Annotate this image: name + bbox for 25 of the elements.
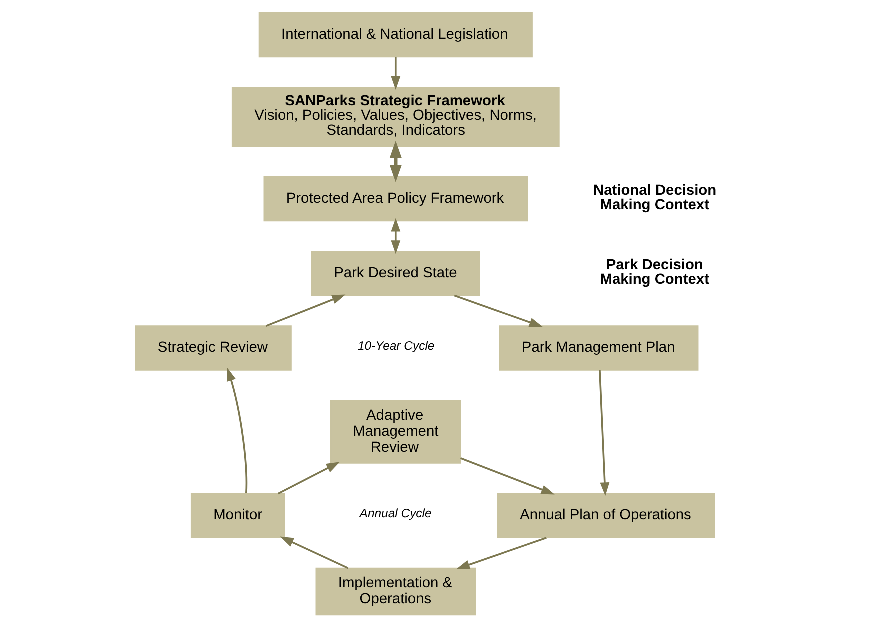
- arrow: [266, 294, 346, 328]
- node-box: Park Desired State: [311, 250, 480, 296]
- node-box: Strategic Review: [135, 326, 292, 371]
- node-box: Implementation & Operations: [316, 568, 476, 616]
- node-box: International & National Legislation: [258, 12, 533, 58]
- node-box: Annual Plan of Operations: [497, 493, 716, 539]
- arrow: [391, 218, 401, 254]
- arrow: [278, 462, 340, 495]
- node-box: Adaptive Management Review: [330, 400, 462, 464]
- arrow: [456, 537, 547, 570]
- arrow: [226, 368, 248, 494]
- node-box: SANParks Strategic Framework Vision, Policies, Values, Objectives, Norms, Standards, Indicators: [232, 87, 560, 147]
- arrow: [599, 370, 610, 496]
- label: Annual Cycle: [360, 506, 432, 521]
- label: Park Decision Making Context: [600, 257, 710, 288]
- arrow: [390, 140, 402, 182]
- arrow: [391, 57, 401, 90]
- arrow: [460, 458, 555, 495]
- label: National Decision Making Context: [594, 182, 717, 214]
- node-box: Monitor: [190, 493, 286, 539]
- node-box: Park Management Plan: [499, 326, 699, 371]
- arrow: [454, 294, 543, 328]
- node-box: Protected Area Policy Framework: [264, 176, 528, 222]
- arrow: [280, 536, 349, 570]
- label: 10-Year Cycle: [358, 339, 435, 354]
